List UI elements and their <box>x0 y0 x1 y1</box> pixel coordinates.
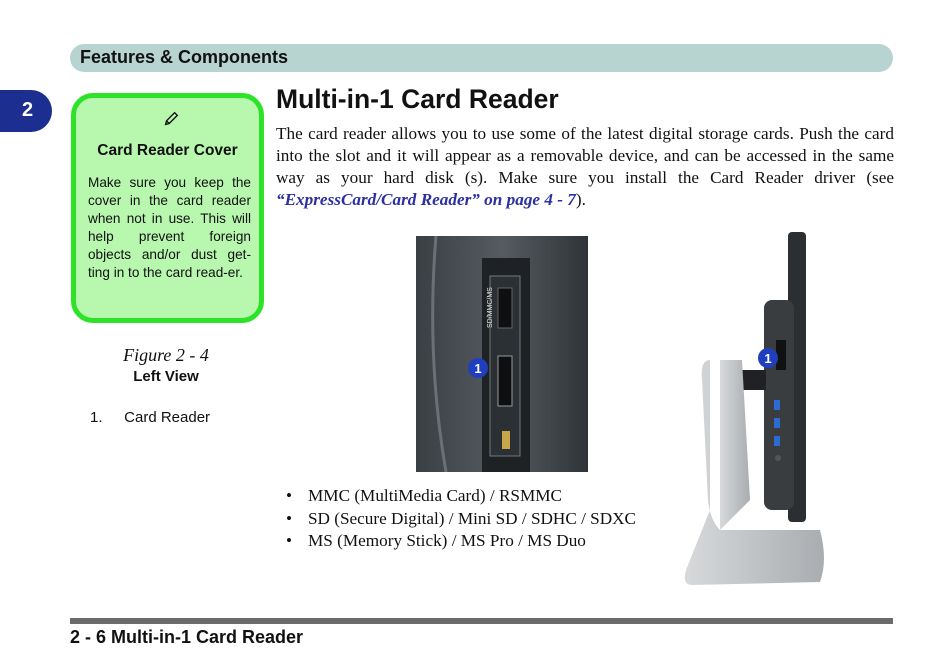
card-reader-closeup-image: SD/MMC/MS 1 <box>416 236 588 472</box>
chapter-tab: 2 <box>0 90 52 132</box>
para-end: ). <box>575 190 586 209</box>
slot-label: SD/MMC/MS <box>487 287 494 328</box>
list-item: • SD (Secure Digital) / Mini SD / SDHC / … <box>286 509 636 532</box>
xref-link[interactable]: “ExpressCard/Card Reader” on page 4 - 7 <box>276 190 576 209</box>
pencil-icon <box>164 111 179 126</box>
footer-page-ref: 2 - 6 Multi-in-1 Card Reader <box>70 627 304 647</box>
legend-number: 1. <box>90 409 103 426</box>
body-paragraph: The card reader allows you to use some o… <box>276 123 894 211</box>
callout-number: 1 <box>764 351 771 366</box>
card-type-list: • MMC (MultiMedia Card) / RSMMC • SD (Secu… <box>286 486 636 554</box>
legend-label: Card Reader <box>124 409 211 426</box>
callout-number: 1 <box>474 361 481 376</box>
list-item-text: MMC (MultiMedia Card) / RSMMC <box>308 486 563 505</box>
list-item: • MMC (MultiMedia Card) / RSMMC <box>286 486 636 509</box>
section-title: Features & Components <box>80 47 289 67</box>
list-item: • MS (Memory Stick) / MS Pro / MS Duo <box>286 531 636 554</box>
para-text: The card reader allows you to use some o… <box>276 124 894 187</box>
list-item-text: MS (Memory Stick) / MS Pro / MS Duo <box>308 531 586 550</box>
section-header-bar: Features & Components <box>70 44 893 72</box>
figure-label: Figure 2 - 4 <box>123 345 209 365</box>
chapter-number: 2 <box>22 99 34 121</box>
footer-divider <box>70 618 893 624</box>
callout-marker <box>758 348 778 368</box>
bullet-icon: • <box>286 508 293 528</box>
figure-caption: Figure 2 - 4 Left View <box>70 345 262 385</box>
figure-legend: 1. Card Reader <box>90 409 210 426</box>
page-title: Multi-in-1 Card Reader <box>276 84 559 114</box>
note-title: Card Reader Cover <box>97 142 238 159</box>
side-view-image: 1 <box>684 232 824 585</box>
legend-item: 1. Card Reader <box>90 409 210 426</box>
bullet-icon: • <box>286 531 293 550</box>
bullet-icon: • <box>286 486 293 505</box>
figure-subtitle: Left View <box>133 368 199 385</box>
note-text: Make sure you keep the cover in the card… <box>88 175 251 280</box>
callout-marker <box>468 358 488 378</box>
sidebar-note: Card Reader Cover Make sure you keep the… <box>71 93 264 323</box>
list-item-text: SD (Secure Digital) / Mini SD / SDHC / S… <box>308 508 637 528</box>
